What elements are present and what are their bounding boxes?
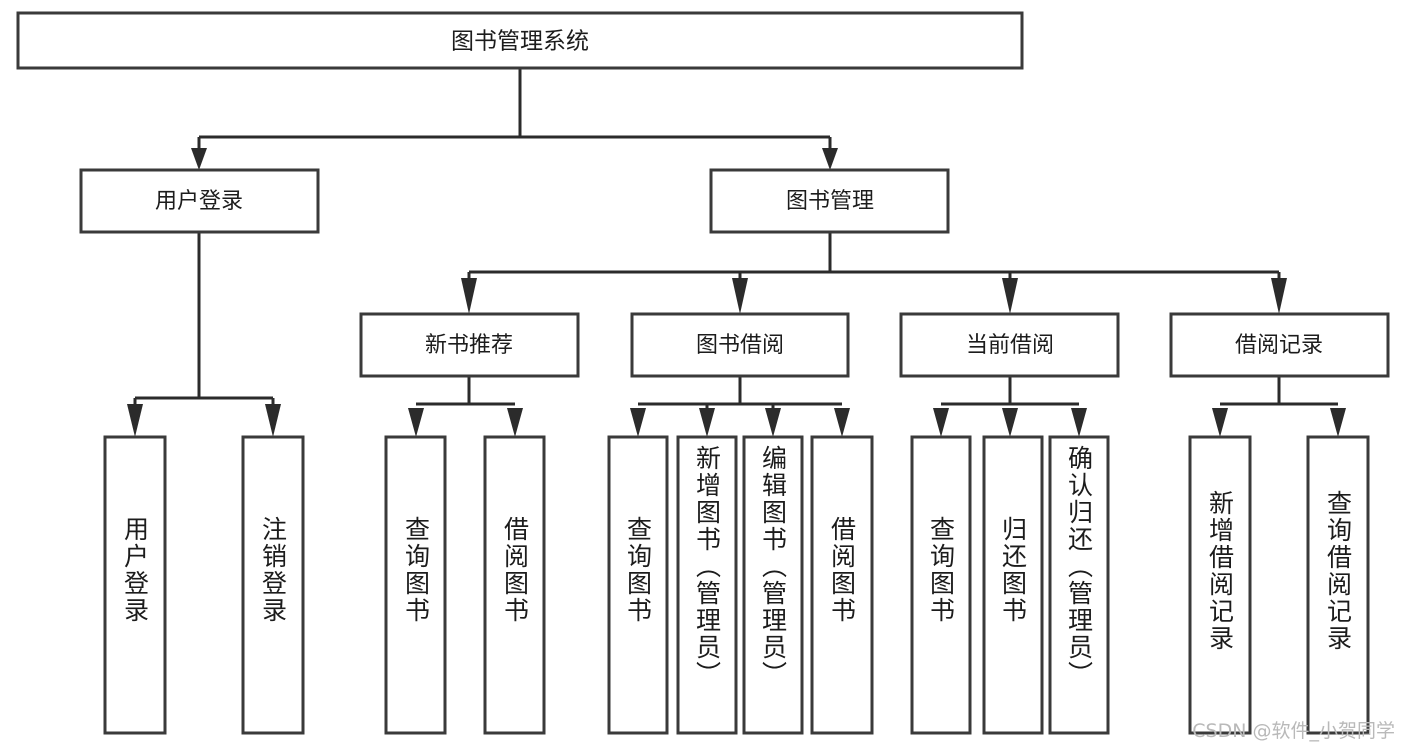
arrowhead-book-borrow bbox=[732, 278, 748, 314]
leaf-box-edit-book[interactable] bbox=[742, 435, 804, 735]
leaf-box-query-record[interactable] bbox=[1306, 435, 1370, 735]
node-new-book-recommend-label: 新书推荐 bbox=[425, 333, 513, 358]
leaf-box-query-book-2[interactable] bbox=[607, 435, 669, 735]
leaf-box-user-login[interactable] bbox=[103, 435, 167, 735]
arrowhead-leaf-logout bbox=[265, 404, 281, 437]
arrowhead-borrow-record bbox=[1271, 278, 1287, 314]
arrowhead-leaf-add-book bbox=[699, 408, 715, 437]
leaf-box-add-book[interactable] bbox=[676, 435, 738, 735]
leaf-box-logout[interactable] bbox=[241, 435, 305, 735]
node-borrow-record-label: 借阅记录 bbox=[1235, 333, 1323, 358]
node-borrow-record[interactable]: 借阅记录 bbox=[1169, 312, 1390, 378]
node-borrow-record-box[interactable] bbox=[1169, 312, 1390, 378]
arrowhead-leaf-confirm-return bbox=[1071, 408, 1087, 437]
arrowhead-leaf-query-book-3 bbox=[933, 408, 949, 437]
arrowhead-leaf-query-record bbox=[1330, 408, 1346, 437]
csdn-watermark: CSDN @软件_小贺同学 bbox=[1192, 720, 1395, 742]
node-root[interactable]: 图书管理系统 bbox=[16, 11, 1024, 70]
node-current-borrow[interactable]: 当前借阅 bbox=[899, 312, 1120, 378]
arrowhead-new-book bbox=[461, 278, 477, 314]
connectors bbox=[127, 68, 1346, 437]
arrowhead-leaf-user-login bbox=[127, 404, 143, 437]
leaf-boxes bbox=[103, 435, 1370, 735]
node-new-book-recommend[interactable]: 新书推荐 bbox=[359, 312, 580, 378]
node-user-login-label: 用户登录 bbox=[155, 189, 243, 214]
node-user-login[interactable]: 用户登录 bbox=[79, 168, 320, 234]
leaf-box-borrow-book-1[interactable] bbox=[483, 435, 546, 735]
leaf-box-query-book-3[interactable] bbox=[910, 435, 972, 735]
node-user-login-box[interactable] bbox=[79, 168, 320, 234]
node-current-borrow-label: 当前借阅 bbox=[966, 333, 1054, 358]
node-new-book-recommend-box[interactable] bbox=[359, 312, 580, 378]
leaf-box-confirm-return[interactable] bbox=[1048, 435, 1110, 735]
arrowhead-book-manage bbox=[822, 148, 838, 170]
node-book-borrow[interactable]: 图书借阅 bbox=[630, 312, 850, 378]
node-book-manage[interactable]: 图书管理 bbox=[709, 168, 950, 234]
node-root-box[interactable] bbox=[16, 11, 1024, 70]
arrowhead-leaf-return-book bbox=[1002, 408, 1018, 437]
node-current-borrow-box[interactable] bbox=[899, 312, 1120, 378]
arrowhead-leaf-query-book-2 bbox=[630, 408, 646, 437]
node-book-borrow-label: 图书借阅 bbox=[696, 333, 784, 358]
arrowhead-leaf-add-record bbox=[1212, 408, 1228, 437]
arrowhead-user-login bbox=[191, 148, 207, 170]
node-book-borrow-box[interactable] bbox=[630, 312, 850, 378]
arrowhead-leaf-borrow-book-2 bbox=[834, 408, 850, 437]
arrowhead-leaf-query-book-1 bbox=[408, 408, 424, 437]
node-root-label: 图书管理系统 bbox=[451, 29, 589, 55]
leaf-box-add-record[interactable] bbox=[1188, 435, 1252, 735]
leaf-box-query-book-1[interactable] bbox=[384, 435, 447, 735]
leaf-box-return-book[interactable] bbox=[982, 435, 1044, 735]
arrowhead-leaf-edit-book bbox=[765, 408, 781, 437]
arrowhead-current-borrow bbox=[1002, 278, 1018, 314]
leaf-box-borrow-book-2[interactable] bbox=[810, 435, 874, 735]
arrowhead-leaf-borrow-book-1 bbox=[507, 408, 523, 437]
node-book-manage-label: 图书管理 bbox=[786, 189, 874, 214]
node-book-manage-box[interactable] bbox=[709, 168, 950, 234]
